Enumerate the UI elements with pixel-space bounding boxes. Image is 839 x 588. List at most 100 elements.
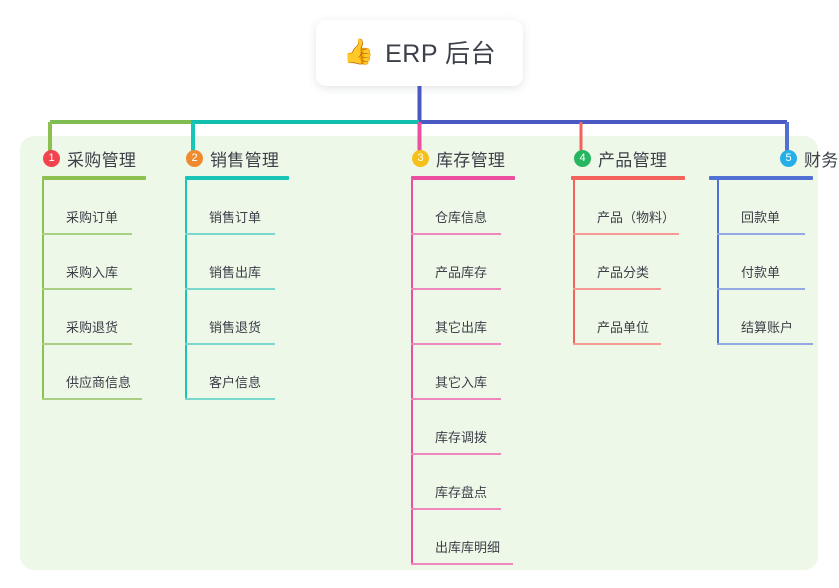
branch-title-1: 采购管理	[67, 150, 137, 170]
branch-title-5: 财务管理	[804, 150, 839, 170]
list-item[interactable]: 付款单	[717, 235, 839, 290]
branch-badge-3: 3	[412, 149, 429, 167]
branch-header-3[interactable]: 3 库存管理	[411, 146, 557, 170]
leaf-label: 供应商信息	[66, 375, 132, 390]
branch-trunk-4	[573, 180, 575, 345]
branch-column-3: 3 库存管理 仓库信息 产品库存 其它出库 其它入库 库存调拨	[411, 146, 557, 565]
leaf-underline	[717, 288, 805, 290]
list-item[interactable]: 供应商信息	[42, 345, 188, 400]
branch-underline-3	[411, 176, 515, 180]
leaf-underline	[573, 233, 679, 235]
leaf-label: 产品分类	[597, 265, 650, 280]
leaf-underline	[717, 233, 805, 235]
list-item[interactable]: 出库库明细	[411, 510, 557, 565]
branch-column-5: 5 财务管理 回款单 付款单 结算账户	[709, 146, 839, 345]
leaf-label: 产品库存	[435, 265, 488, 280]
list-item[interactable]: 库存调拨	[411, 400, 557, 455]
list-item[interactable]: 客户信息	[185, 345, 331, 400]
leaf-underline	[411, 563, 513, 565]
leaf-label: 回款单	[741, 210, 781, 225]
leaf-underline	[42, 343, 132, 345]
branch-title-4: 产品管理	[598, 150, 668, 170]
leaf-underline	[411, 398, 501, 400]
list-item[interactable]: 产品（物料）	[573, 180, 719, 235]
branch-trunk-2	[185, 180, 187, 400]
root-node-content: 👍 ERP 后台	[343, 34, 496, 70]
branch-trunk-5	[717, 180, 719, 345]
list-item[interactable]: 其它入库	[411, 345, 557, 400]
branch-header-5[interactable]: 5 财务管理	[779, 146, 839, 170]
leaf-underline	[411, 233, 501, 235]
leaf-underline	[717, 343, 813, 345]
branch-items-2: 销售订单 销售出库 销售退货 客户信息	[185, 180, 331, 400]
leaf-underline	[573, 288, 661, 290]
leaf-underline	[42, 288, 132, 290]
leaf-label: 销售退货	[209, 320, 262, 335]
leaf-label: 付款单	[741, 265, 781, 280]
leaf-underline	[185, 233, 275, 235]
list-item[interactable]: 产品库存	[411, 235, 557, 290]
list-item[interactable]: 产品单位	[573, 290, 719, 345]
list-item[interactable]: 结算账户	[717, 290, 839, 345]
branch-items-1: 采购订单 采购入库 采购退货 供应商信息	[42, 180, 188, 400]
leaf-label: 产品单位	[597, 320, 650, 335]
leaf-label: 销售订单	[209, 210, 262, 225]
thumbs-up-icon: 👍	[342, 37, 375, 66]
leaf-label: 出库库明细	[435, 540, 501, 555]
branch-header-1[interactable]: 1 采购管理	[42, 146, 188, 170]
root-node-title: ERP 后台	[385, 40, 497, 68]
list-item[interactable]: 采购退货	[42, 290, 188, 345]
leaf-label: 库存盘点	[435, 485, 488, 500]
branch-items-5: 回款单 付款单 结算账户	[717, 180, 839, 345]
list-item[interactable]: 销售退货	[185, 290, 331, 345]
branch-column-2: 2 销售管理 销售订单 销售出库 销售退货 客户信息	[185, 146, 331, 400]
leaf-underline	[185, 288, 275, 290]
branch-badge-2: 2	[186, 149, 203, 167]
list-item[interactable]: 产品分类	[573, 235, 719, 290]
branch-badge-4: 4	[574, 149, 591, 167]
leaf-label: 仓库信息	[435, 210, 488, 225]
branch-column-1: 1 采购管理 采购订单 采购入库 采购退货 供应商信息	[42, 146, 188, 400]
list-item[interactable]: 销售出库	[185, 235, 331, 290]
branch-title-3: 库存管理	[436, 150, 506, 170]
leaf-label: 其它入库	[435, 375, 488, 390]
branch-badge-5: 5	[780, 149, 797, 167]
leaf-label: 其它出库	[435, 320, 488, 335]
leaf-underline	[411, 288, 501, 290]
branch-items-3: 仓库信息 产品库存 其它出库 其它入库 库存调拨 库存盘点	[411, 180, 557, 565]
leaf-label: 采购退货	[66, 320, 119, 335]
leaf-underline	[573, 343, 661, 345]
list-item[interactable]: 库存盘点	[411, 455, 557, 510]
branch-underline-4	[571, 176, 685, 180]
branch-underline-5	[709, 176, 813, 180]
list-item[interactable]: 其它出库	[411, 290, 557, 345]
branch-trunk-3	[411, 180, 413, 565]
leaf-underline	[411, 508, 501, 510]
list-item[interactable]: 回款单	[717, 180, 839, 235]
branch-items-4: 产品（物料） 产品分类 产品单位	[573, 180, 719, 345]
list-item[interactable]: 采购入库	[42, 235, 188, 290]
list-item[interactable]: 采购订单	[42, 180, 188, 235]
branch-badge-1: 1	[43, 149, 60, 167]
branch-underline-1	[42, 176, 146, 180]
branch-title-2: 销售管理	[210, 150, 280, 170]
branch-header-2[interactable]: 2 销售管理	[185, 146, 331, 170]
root-node[interactable]: 👍 ERP 后台	[316, 20, 523, 86]
leaf-label: 产品（物料）	[597, 210, 676, 225]
branch-panel-background	[20, 136, 818, 570]
leaf-label: 结算账户	[741, 320, 794, 335]
list-item[interactable]: 销售订单	[185, 180, 331, 235]
leaf-underline	[411, 343, 501, 345]
leaf-label: 客户信息	[209, 375, 262, 390]
leaf-underline	[185, 398, 275, 400]
branch-header-4[interactable]: 4 产品管理	[573, 146, 719, 170]
leaf-underline	[185, 343, 275, 345]
branch-trunk-1	[42, 180, 44, 400]
leaf-underline	[42, 398, 142, 400]
leaf-label: 销售出库	[209, 265, 262, 280]
leaf-label: 采购入库	[66, 265, 119, 280]
leaf-underline	[411, 453, 501, 455]
branch-underline-2	[185, 176, 289, 180]
list-item[interactable]: 仓库信息	[411, 180, 557, 235]
